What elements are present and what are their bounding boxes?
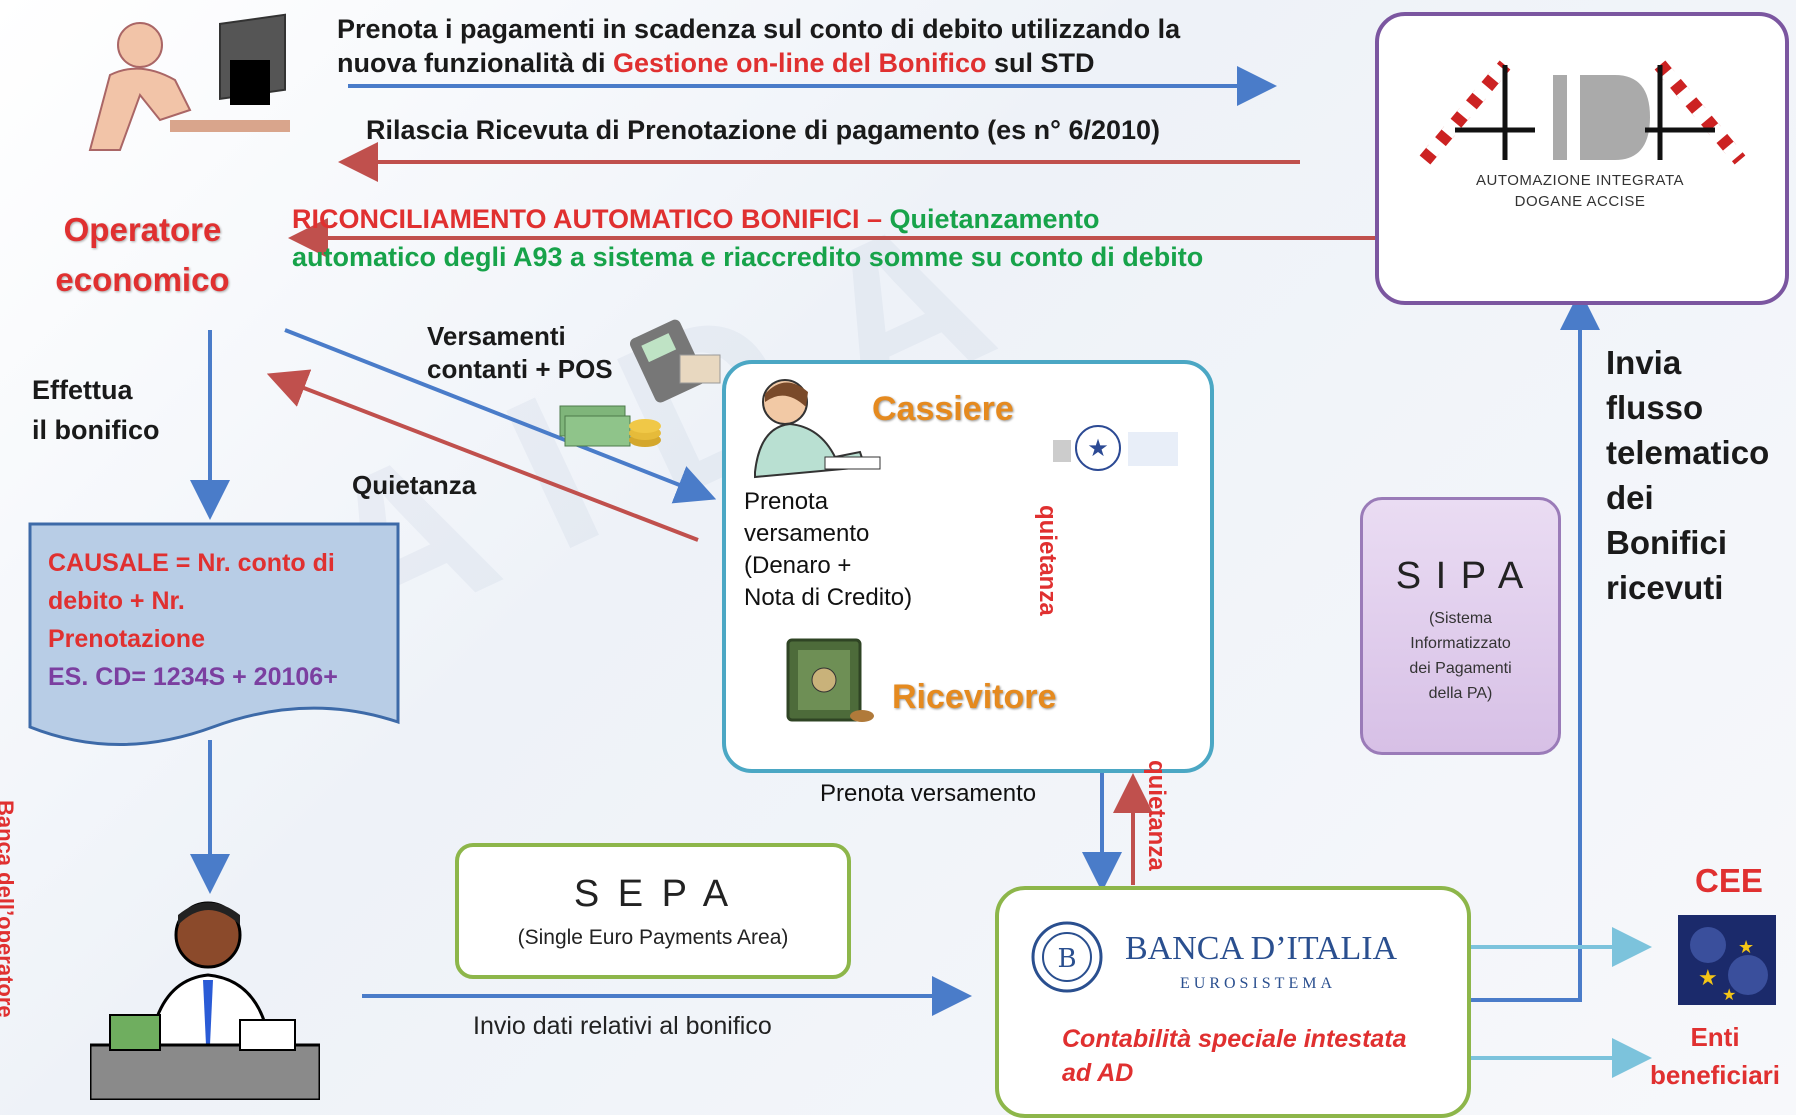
quietanza-vertical-label-1: quietanza [1034,505,1061,616]
svg-text:★: ★ [1738,937,1754,958]
reconcile-green-label1: Quietanzamento [889,204,1100,234]
pos-terminal-icon [630,319,721,403]
prenota-versamento-label: Prenota versamento [820,780,1037,807]
top-line1: Prenota i pagamenti in scadenza sul cont… [337,14,1181,44]
cassiere-label: Cassiere [872,390,1014,428]
effettua-bonifico-label: Effettua il bonifico [32,375,160,445]
contabilita-label: Contabilità speciale intestata ad AD [1062,1025,1407,1087]
enti-label: Enti beneficiari [1649,1022,1781,1090]
banca-italia-sub: EUROSISTEMA [1180,975,1337,992]
quietanza-vertical-label-2: quietanza [1143,760,1170,871]
arrow-flusso-to-aida [1468,290,1600,1002]
sipa-title: S I P A [1395,555,1526,597]
receipt-text: Rilascia Ricevuta di Prenotazione di pag… [366,115,1161,145]
banca-italia-name: BANCA D’ITALIA [1125,930,1398,967]
sipa-subtitle: (Sistema Informatizzato dei Pagamenti de… [1409,610,1512,702]
arrow-quietanza-back [266,369,699,542]
top-line2: nuova funzionalità di Gestione on-line d… [337,48,1095,78]
causale-document-shape [28,522,400,746]
ricevitore-label: Ricevitore [892,678,1057,716]
sepa-title: S E P A [573,873,733,915]
operatore-economico-label: Operatore economico [55,211,230,298]
banca-operatore-label: Banca dell’operatore [0,800,18,1018]
sipa-box: S I P A (Sistema Informatizzato dei Paga… [1360,497,1561,755]
sepa-box: S E P A (Single Euro Payments Area) [455,843,851,979]
svg-text:B: B [1057,944,1076,974]
bank-clerk-icon [90,901,320,1100]
cashier-woman-icon [754,379,881,479]
invio-dati-label: Invio dati relativi al bonifico [473,1012,772,1040]
invia-flusso-label: Invia flusso telematico dei Bonifici ric… [1606,344,1770,606]
causale-line4: ES. CD= 1234S + 20106+ [48,663,338,691]
sepa-subtitle: (Single Euro Payments Area) [517,926,789,949]
svg-text:★: ★ [1722,985,1736,1004]
causale-line1: CAUSALE = Nr. conto di [48,549,335,577]
gestione-online-label: Gestione on-line del Bonifico [613,48,987,78]
svg-text:★: ★ [1698,966,1718,991]
causale-line3: Prenotazione [48,625,205,653]
money-icon [559,405,661,447]
causale-text: CAUSALE = Nr. conto di debito + Nr. Pren… [48,544,338,696]
eu-flag-icon: ★ ★ ★ [1678,915,1776,1005]
reconcile-text: RICONCILIAMENTO AUTOMATICO BONIFICI – Qu… [292,200,1203,276]
reconcile-green-label2: automatico degli A93 a sistema e riaccre… [292,242,1204,272]
aida-subtitle: AUTOMAZIONE INTEGRATA DOGANE ACCISE [1475,172,1684,210]
quietanza-left-label: Quietanza [352,470,477,500]
cee-label: CEE [1695,862,1763,899]
agenzia-dogane-logo: ★ [1053,425,1178,471]
svg-text:★: ★ [1087,434,1109,462]
aida-logo-icon [1419,60,1746,165]
versamenti-label: Versamenti contanti + POS [427,321,613,384]
reconcile-red-label: RICONCILIAMENTO AUTOMATICO BONIFICI – [292,204,890,234]
operator-computer-icon [88,13,290,151]
causale-line2: debito + Nr. [48,587,185,615]
safe-icon [786,638,874,722]
arrow-versamenti [284,328,717,504]
top-instruction: Prenota i pagamenti in scadenza sul cont… [337,12,1180,80]
prenota-versamento-inner: Prenota versamento (Denaro + Nota di Cre… [744,488,913,611]
banca-italia-logo-icon: B [1031,921,1103,993]
